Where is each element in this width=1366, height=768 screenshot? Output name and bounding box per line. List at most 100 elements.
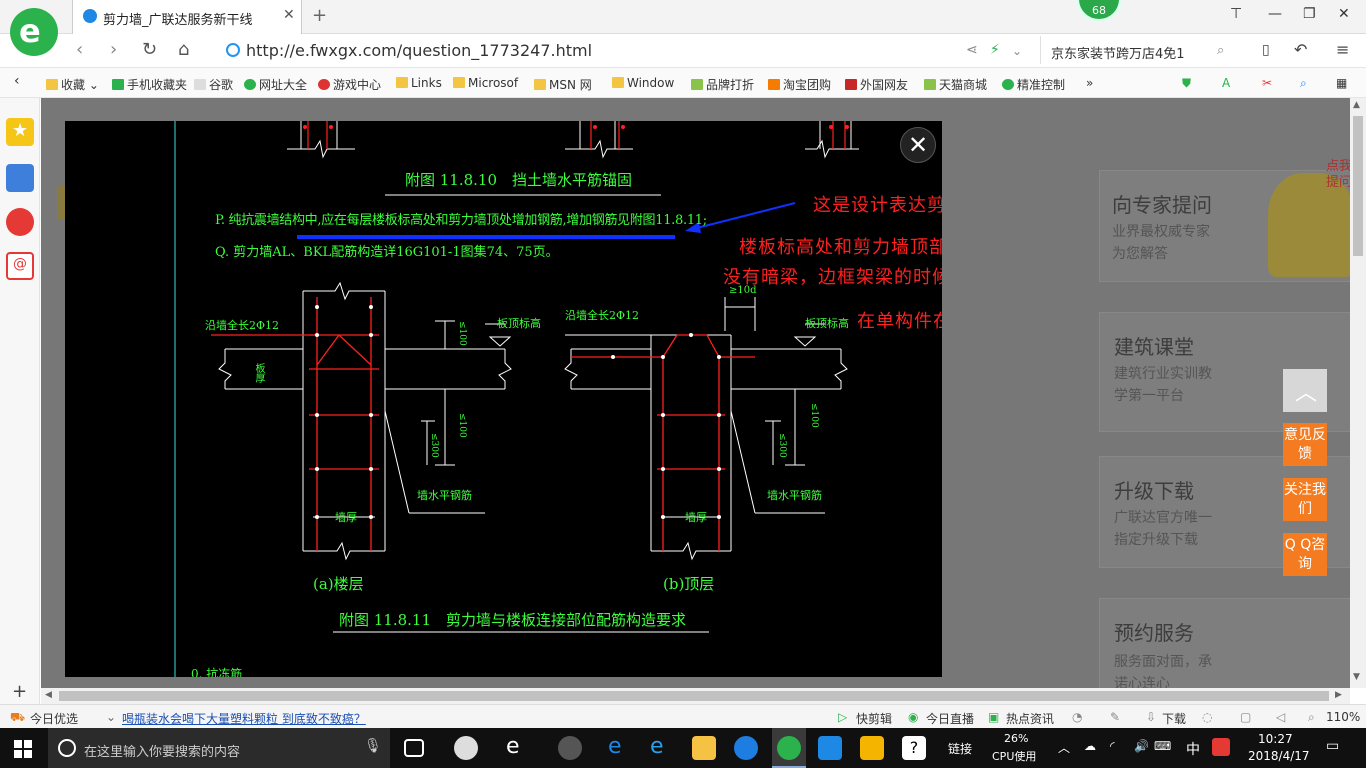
start-windows-icon[interactable] bbox=[14, 740, 32, 758]
favorites-star-icon[interactable]: ★ bbox=[6, 118, 34, 146]
undo-icon[interactable]: ↶ bbox=[1294, 40, 1308, 59]
reload-button[interactable]: ↻ bbox=[142, 39, 158, 60]
bookmark-item[interactable]: 手机收藏夹 bbox=[112, 76, 187, 93]
pin-icon[interactable]: ✎ bbox=[1110, 710, 1121, 724]
shirt-icon[interactable]: ⊤ bbox=[1230, 6, 1243, 22]
tab-active[interactable]: 剪力墙_广联达服务新干线 ✕ bbox=[72, 0, 302, 34]
today-live[interactable]: 今日直播 bbox=[926, 712, 975, 726]
tray-app-icon[interactable]: ☁ bbox=[1084, 739, 1096, 753]
wifi-icon[interactable]: ◜ bbox=[1110, 739, 1115, 753]
help-app-icon[interactable]: ? bbox=[902, 736, 926, 760]
sound-icon[interactable]: ◁ bbox=[1276, 710, 1286, 724]
notification-center-icon[interactable]: ▭ bbox=[1326, 738, 1340, 754]
clock-time[interactable]: 10:27 bbox=[1258, 732, 1293, 746]
restore-button[interactable]: ❐ bbox=[1303, 6, 1316, 22]
link-label[interactable]: 链接 bbox=[948, 742, 973, 756]
volume-icon[interactable]: 🔊 bbox=[1134, 739, 1149, 753]
taskbar-search[interactable]: 在这里输入你要搜索的内容 🎙 bbox=[48, 728, 390, 768]
search-icon[interactable]: ⌕ bbox=[1217, 43, 1225, 58]
hot-news[interactable]: 热点资讯 bbox=[1006, 712, 1055, 726]
bookmark-item[interactable]: Microsof bbox=[453, 76, 518, 90]
clock-date[interactable]: 2018/4/17 bbox=[1248, 749, 1310, 763]
weibo-icon[interactable] bbox=[6, 208, 34, 236]
close-window-button[interactable]: ✕ bbox=[1338, 6, 1350, 22]
translate-icon[interactable]: A bbox=[1222, 76, 1231, 90]
ie-icon[interactable]: e bbox=[650, 734, 664, 759]
download-label[interactable]: 下载 bbox=[1162, 712, 1187, 726]
service-card[interactable]: 预约服务 服务面对面，承 诺心连心 bbox=[1099, 598, 1350, 688]
shield-icon[interactable]: ⛊ bbox=[1182, 76, 1192, 90]
task-view-icon[interactable] bbox=[404, 739, 424, 757]
tab-close-icon[interactable]: ✕ bbox=[283, 7, 295, 23]
new-tab-button[interactable]: + bbox=[312, 5, 328, 26]
reader-icon[interactable] bbox=[6, 164, 34, 192]
feedback-button[interactable]: 意见反馈 bbox=[1283, 423, 1327, 466]
minimize-button[interactable]: — bbox=[1268, 6, 1282, 22]
sogou-ime-icon[interactable] bbox=[1212, 738, 1230, 756]
image-viewer[interactable]: 附图 11.8.10 挡土墙水平筋锚固 P. 纯抗震墙结构中,应在每层楼板标高处… bbox=[65, 121, 942, 677]
browser-logo-icon[interactable]: e bbox=[10, 8, 58, 56]
microphone-icon[interactable]: 🎙 bbox=[364, 738, 382, 754]
scissors-icon[interactable]: ✂ bbox=[1262, 76, 1273, 90]
bookmark-item[interactable]: 淘宝团购 bbox=[768, 76, 831, 93]
follow-us-button[interactable]: 关注我们 bbox=[1283, 478, 1327, 521]
bookmark-item[interactable]: 精准控制 bbox=[1002, 76, 1065, 93]
ie-alt-icon[interactable]: e bbox=[506, 734, 520, 759]
quick-edit[interactable]: 快剪辑 bbox=[856, 712, 893, 726]
bookmark-item[interactable]: Links bbox=[396, 76, 442, 90]
forward-button[interactable]: › bbox=[110, 39, 118, 60]
chevron-down-icon[interactable]: ⌄ bbox=[106, 710, 117, 724]
bookmark-item[interactable]: 外国网友 bbox=[845, 76, 908, 93]
notification-badge[interactable]: 68 bbox=[1076, 0, 1122, 22]
scroll-thumb[interactable] bbox=[1353, 116, 1363, 256]
vertical-scrollbar[interactable]: ▲ ▼ bbox=[1350, 98, 1366, 688]
bookmark-item[interactable]: MSN 网 bbox=[534, 76, 592, 93]
bookmark-item[interactable]: 天猫商城 bbox=[924, 76, 987, 93]
tray-expand-icon[interactable]: ︿ bbox=[1058, 741, 1071, 755]
bookmark-more-icon[interactable]: » bbox=[1086, 76, 1094, 90]
chevron-down-icon[interactable]: ⌄ bbox=[1012, 44, 1023, 58]
lightning-icon[interactable]: ⚡ bbox=[990, 42, 1000, 58]
news-link[interactable]: 喝瓶装水会喝下大量塑料颗粒 到底致不致癌？ bbox=[122, 712, 366, 726]
phone-icon[interactable]: ▯ bbox=[1262, 42, 1270, 58]
ask-expert-card[interactable]: 向专家提问 业界最权威专家 为您解答 点我提问 bbox=[1099, 159, 1350, 282]
keyboard-icon[interactable]: ⌨ bbox=[1154, 739, 1172, 753]
today-picks[interactable]: 今日优选 bbox=[30, 712, 79, 726]
edge-icon[interactable]: e bbox=[608, 734, 622, 759]
pinwheel-app-icon[interactable] bbox=[454, 736, 478, 760]
qq-browser-icon[interactable] bbox=[558, 736, 582, 760]
menu-icon[interactable]: ≡ bbox=[1336, 40, 1350, 59]
share-icon[interactable]: ⋖ bbox=[966, 42, 978, 58]
bookmark-item[interactable]: 游戏中心 bbox=[318, 76, 381, 93]
notes-app-icon[interactable] bbox=[860, 736, 884, 760]
glodon-app-icon[interactable] bbox=[734, 736, 758, 760]
qq-consult-button[interactable]: Q Q咨询 bbox=[1283, 533, 1327, 576]
course-card[interactable]: 建筑课堂 建筑行业实训教 学第一平台 bbox=[1099, 312, 1350, 432]
bookmark-item[interactable]: 网址大全 bbox=[244, 76, 307, 93]
bookmark-item[interactable]: 收藏 ⌄ bbox=[46, 76, 99, 93]
home-button[interactable]: ⌂ bbox=[178, 39, 190, 60]
url-field[interactable]: http://e.fwxgx.com/question_1773247.html bbox=[246, 41, 593, 60]
scroll-thumb[interactable] bbox=[59, 691, 1329, 701]
grid-icon[interactable]: ▦ bbox=[1336, 76, 1348, 90]
bookmark-item[interactable]: 品牌打折 bbox=[691, 76, 754, 93]
refresh-icon[interactable]: ◌ bbox=[1202, 710, 1213, 724]
file-explorer-icon[interactable] bbox=[692, 736, 716, 760]
zoom-level[interactable]: 110% bbox=[1326, 710, 1361, 724]
back-button[interactable]: ‹ bbox=[76, 39, 84, 60]
ime-indicator[interactable]: 中 bbox=[1186, 742, 1200, 758]
bookmark-collapse-icon[interactable]: ‹ bbox=[14, 73, 20, 89]
bookmark-item[interactable]: Window bbox=[612, 76, 674, 90]
search-tool-icon[interactable]: ⌕ bbox=[1300, 76, 1307, 90]
window-icon[interactable]: ▢ bbox=[1240, 710, 1252, 724]
add-sidebar-button[interactable]: + bbox=[12, 681, 28, 702]
active-browser-slot[interactable] bbox=[772, 728, 806, 768]
bookmark-item[interactable]: 谷歌 bbox=[194, 76, 233, 93]
search-box[interactable]: 京东家装节跨万店4免1 ⌕ bbox=[1040, 36, 1240, 64]
mail-icon[interactable]: @ bbox=[6, 252, 34, 280]
back-to-top-button[interactable]: ︿ bbox=[1283, 369, 1327, 412]
viewer-close-button[interactable]: ✕ bbox=[900, 127, 936, 163]
horizontal-scrollbar[interactable]: ◀ ▶ bbox=[41, 688, 1350, 704]
speed-icon[interactable]: ◔ bbox=[1072, 710, 1083, 724]
app-plus-icon[interactable] bbox=[818, 736, 842, 760]
